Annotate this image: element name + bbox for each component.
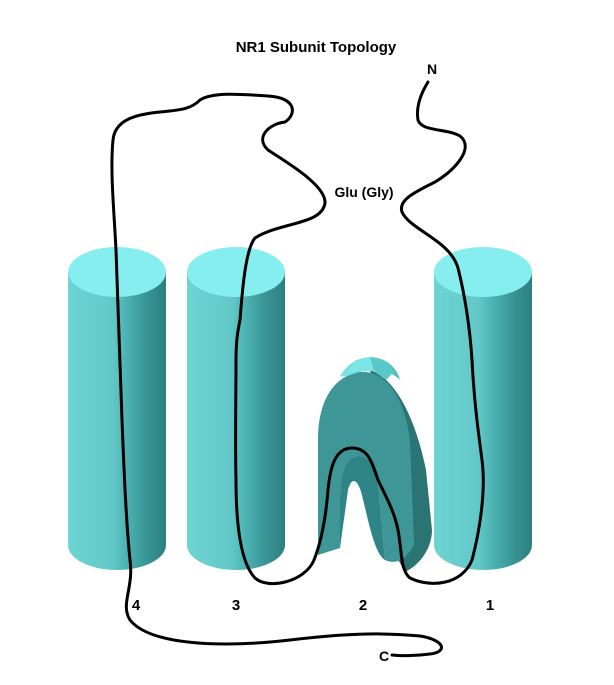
- diagram-title: NR1 Subunit Topology: [236, 39, 397, 56]
- n-terminus-label: N: [427, 61, 437, 77]
- binding-site-label: Glu (Gly): [334, 184, 393, 200]
- helix-cylinder-1: [434, 247, 532, 570]
- polypeptide-chain: [110, 80, 485, 658]
- pore-loop-2: [318, 357, 432, 572]
- c-terminus-label: C: [379, 648, 389, 664]
- segment-label-1: 1: [486, 597, 494, 614]
- segment-label-3: 3: [232, 597, 240, 614]
- segment-label-2: 2: [359, 597, 367, 614]
- segment-label-4: 4: [132, 597, 141, 614]
